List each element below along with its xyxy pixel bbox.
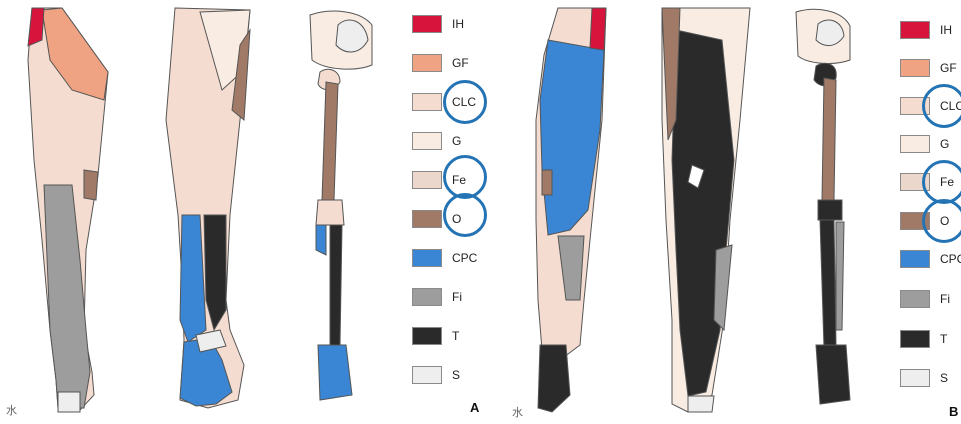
swatch-fe — [412, 171, 442, 189]
legend-a-label: Fi — [452, 289, 462, 305]
swatch-o — [412, 210, 442, 228]
legend-b-label: G — [940, 136, 949, 152]
panel-label-a: A — [470, 400, 479, 415]
swatch-ih — [900, 21, 930, 39]
highlight-circle-fe-b — [922, 160, 961, 204]
swatch-fi — [900, 290, 930, 308]
swatch-cpc — [412, 249, 442, 267]
panel-label-b: B — [949, 404, 958, 419]
swatch-t — [900, 330, 930, 348]
legend-b-label: T — [940, 331, 947, 347]
legend-b-label: Fi — [940, 291, 950, 307]
swatch-g — [900, 135, 930, 153]
swatch-clc — [412, 93, 442, 111]
legend-b-label: CPC — [940, 251, 961, 267]
legend-a-label: IH — [452, 16, 464, 32]
artist-signature-b: 水 — [512, 404, 523, 420]
leg-a2-anterior — [166, 8, 250, 408]
legend-a-label: T — [452, 328, 459, 344]
legend-b-label: S — [940, 370, 948, 386]
leg-a1-lateral — [28, 8, 108, 412]
swatch-s — [412, 366, 442, 384]
swatch-gf — [412, 54, 442, 72]
swatch-g — [412, 132, 442, 150]
swatch-s — [900, 369, 930, 387]
swatch-gf — [900, 59, 930, 77]
leg-b1-lateral — [536, 8, 606, 412]
swatch-t — [412, 327, 442, 345]
highlight-circle-clc-b — [922, 84, 961, 128]
swatch-fi — [412, 288, 442, 306]
legend-a-label: CPC — [452, 250, 477, 266]
artist-signature-a: 水 — [6, 402, 17, 418]
swatch-ih — [412, 15, 442, 33]
legend-a-label: G — [452, 133, 461, 149]
leg-b2-posterior — [662, 8, 750, 412]
legend-a-label: S — [452, 367, 460, 383]
leg-b3-skeleton — [796, 9, 850, 404]
highlight-circle-o-a — [443, 193, 487, 237]
highlight-circle-clc-a — [443, 80, 487, 124]
legend-b-label: GF — [940, 60, 957, 76]
swatch-cpc — [900, 250, 930, 268]
highlight-circle-o-b — [922, 199, 961, 243]
legend-a-label: GF — [452, 55, 469, 71]
leg-a3-skeleton — [310, 11, 372, 400]
legend-b-label: IH — [940, 22, 952, 38]
